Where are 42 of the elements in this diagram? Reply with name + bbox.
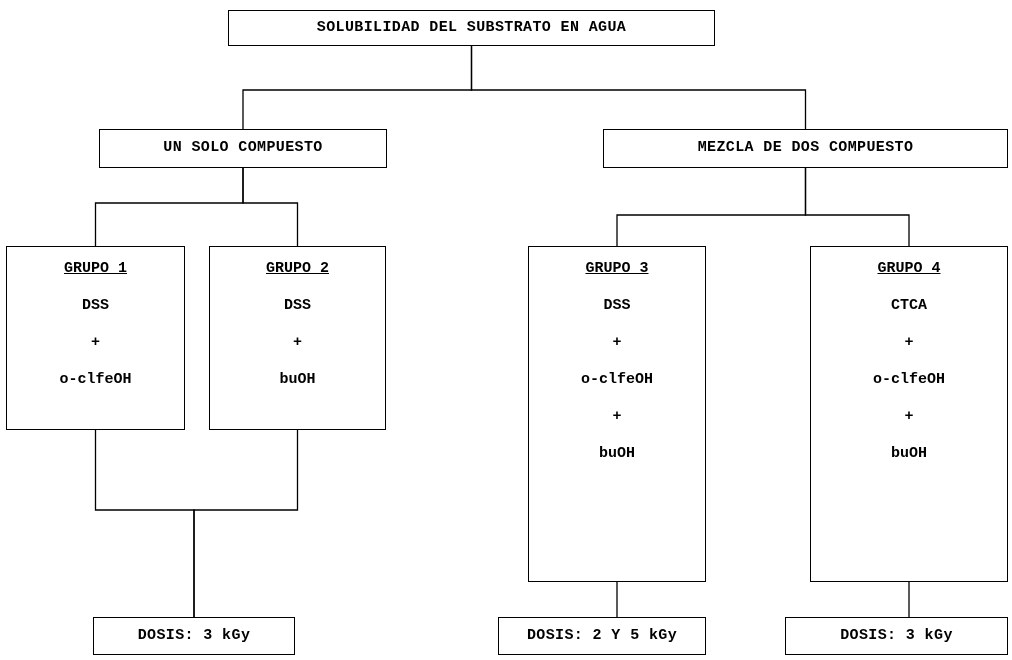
group-item: o-clfeOH [581,370,653,390]
group-box [528,246,706,582]
box-label: DOSIS: 3 kGy [137,625,251,646]
dose-box [93,617,295,655]
group-box [810,246,1008,582]
dose-box [498,617,706,655]
category-box [603,129,1008,168]
group-box [6,246,185,430]
category-box [99,129,387,168]
group-item: buOH [599,444,635,464]
connector-line [470,45,807,130]
group-item: + [612,407,622,427]
box-label: MEZCLA DE DOS COMPUESTO [697,138,914,159]
group-item: buOH [891,444,927,464]
group-box [209,246,386,430]
connector-line [242,167,299,247]
group-item: + [904,407,914,427]
group-item: CTCA [891,296,927,316]
group-item: DSS [603,296,631,316]
group-heading: GRUPO 2 [266,259,329,279]
group-item: buOH [279,370,316,390]
category-box [228,10,715,46]
group-item: o-clfeOH [873,370,945,390]
group-item: + [612,333,622,353]
group-heading: GRUPO 3 [585,259,649,279]
group-item: + [904,333,914,353]
box-label: SOLUBILIDAD DEL SUBSTRATO EN AGUA [316,17,627,38]
box-label: UN SOLO COMPUESTO [163,138,323,159]
group-heading: GRUPO 4 [877,259,941,279]
box-label: DOSIS: 3 kGy [840,625,953,646]
group-heading: GRUPO 1 [64,259,127,279]
group-item: DSS [284,296,311,316]
connector-line [804,167,910,247]
dose-box [785,617,1008,655]
connector-line [908,581,910,618]
group-item: + [293,333,302,353]
box-label: DOSIS: 2 Y 5 kGy [527,625,677,646]
group-item: DSS [82,296,109,316]
connector-line [616,581,618,618]
group-item: + [91,333,100,353]
connector-line [193,429,299,618]
group-item: o-clfeOH [59,370,132,390]
